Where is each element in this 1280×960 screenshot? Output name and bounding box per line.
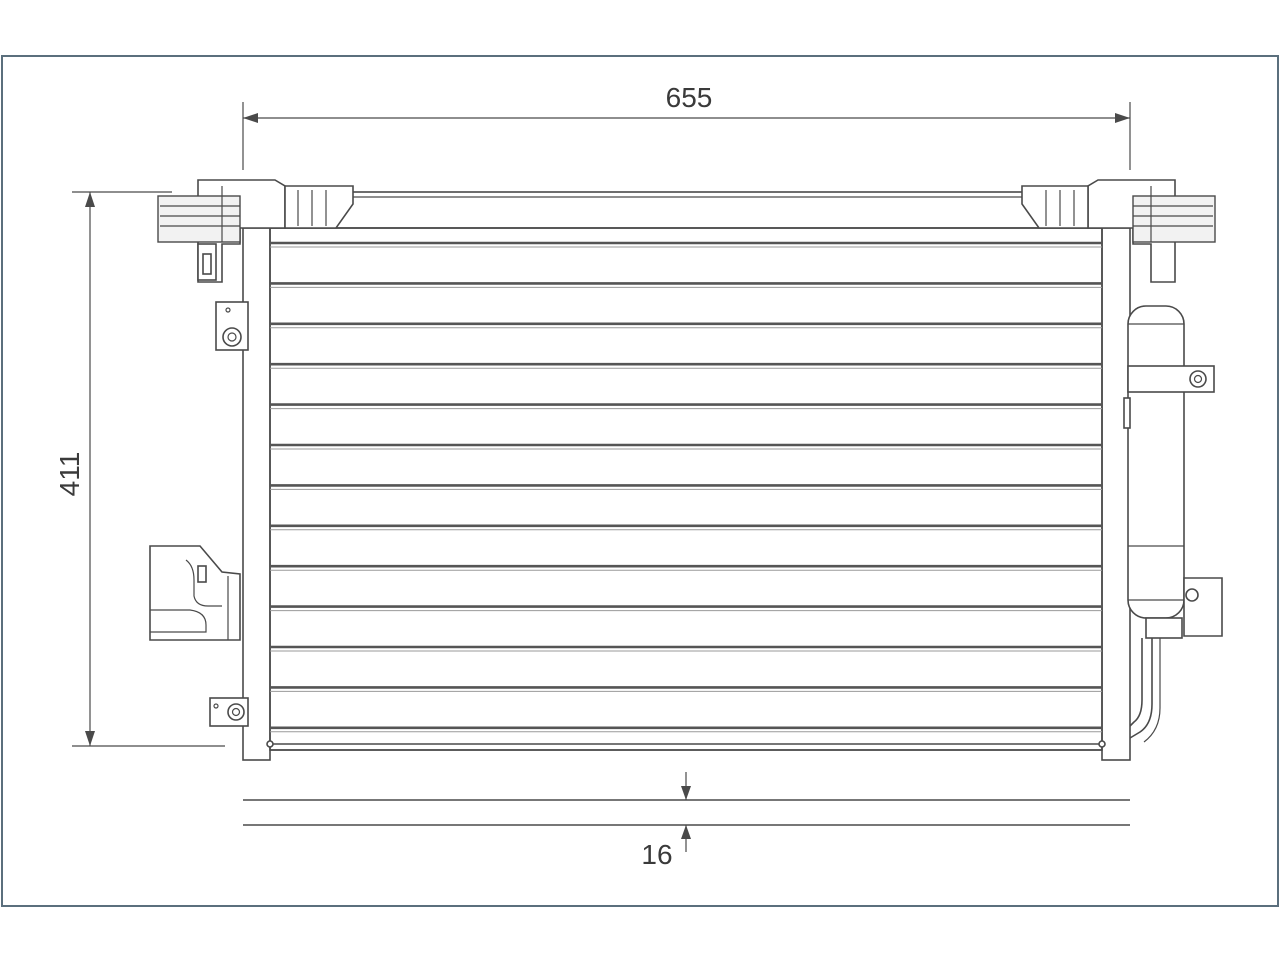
core-fins	[270, 241, 1102, 733]
depth-value: 16	[641, 839, 672, 870]
height-dimension: 411	[54, 191, 225, 747]
top-right-fins-bracket	[1021, 185, 1089, 229]
height-value: 411	[54, 452, 85, 497]
left-mount-lower-bolt-core	[231, 707, 241, 717]
width-dimension: 655	[242, 82, 1131, 170]
top-right-bracket	[1021, 179, 1216, 283]
drier-fitting	[1145, 617, 1183, 639]
depth-arrow-top	[681, 786, 691, 800]
condenser-core	[242, 191, 1131, 761]
left-mount-upper	[215, 301, 249, 351]
left-mount-lower-hole	[213, 703, 219, 709]
drier-lower-bracket	[1183, 577, 1223, 637]
drier-strap	[1127, 365, 1215, 393]
bottom-right-rivet	[1098, 740, 1106, 748]
left-mount-lower-bolt	[227, 703, 245, 721]
drier-lower-bolt	[1185, 588, 1199, 602]
width-arrow-left	[243, 113, 258, 123]
top-left-bracket	[157, 179, 354, 283]
left-mount-lower	[209, 697, 249, 727]
top-right-clip	[1132, 195, 1216, 243]
depth-dimension: 16	[243, 772, 1130, 870]
drier-strap-bolt-core	[1193, 374, 1203, 384]
left-side-bracket	[149, 545, 241, 641]
top-left-clip	[157, 195, 241, 243]
drawing-frame	[1, 55, 1279, 907]
width-arrow-right	[1115, 113, 1130, 123]
left-side-bracket-body	[149, 545, 241, 641]
top-left-tab-slot	[202, 253, 212, 275]
drier-pipe-third	[1143, 638, 1161, 743]
left-side-bracket-curve	[150, 609, 207, 633]
top-left-fins-bracket	[284, 185, 354, 229]
drier-pipe-outer	[1129, 638, 1143, 727]
drier-pipe-inner	[1129, 638, 1153, 739]
drier-canister	[1127, 305, 1185, 619]
receiver-drier	[1123, 305, 1223, 743]
left-side-bracket-contour	[185, 559, 222, 607]
drier-strap-bolt	[1189, 370, 1207, 388]
width-value: 655	[666, 82, 713, 113]
right-tank	[1101, 227, 1131, 761]
left-mount-upper-bolt	[222, 327, 242, 347]
left-mount-upper-hole	[225, 307, 231, 313]
left-mount-upper-bolt-core	[227, 332, 237, 342]
bottom-left-rivet	[266, 740, 274, 748]
left-side-bracket-slot	[197, 565, 207, 583]
height-arrow-bottom	[85, 731, 95, 746]
drier-side-tab	[1123, 397, 1131, 429]
height-arrow-top	[85, 192, 95, 207]
depth-arrow-bottom	[681, 825, 691, 839]
